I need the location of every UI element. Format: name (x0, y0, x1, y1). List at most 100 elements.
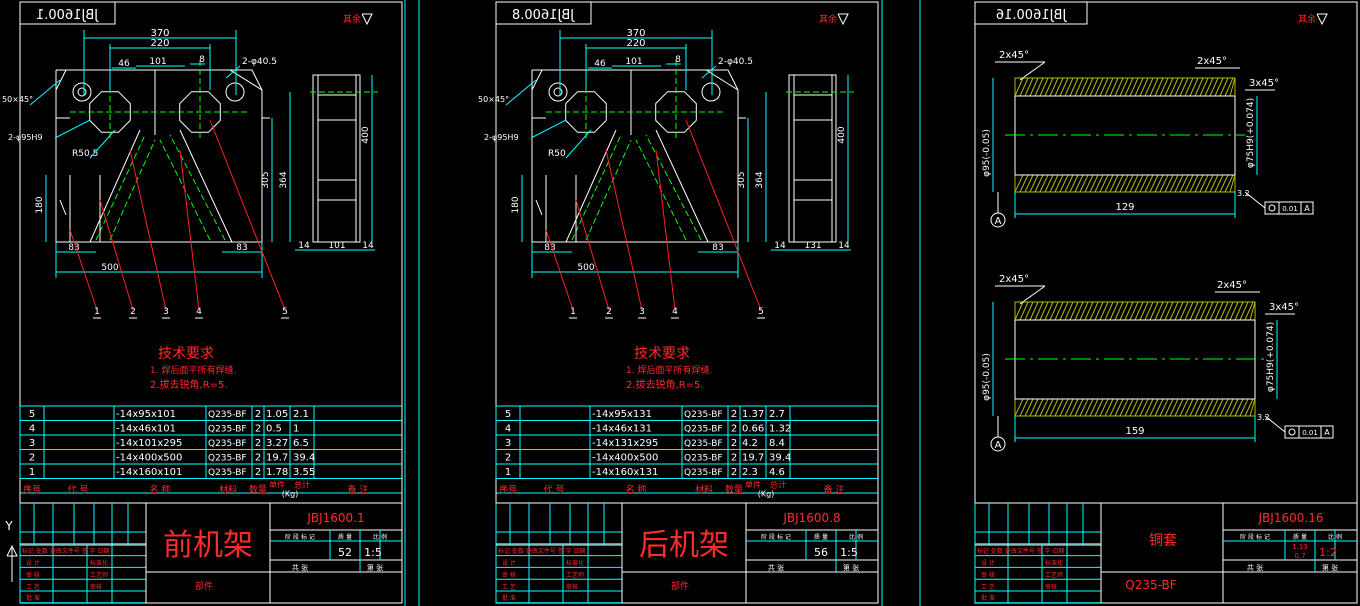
bom-header-code: 代 号 (68, 485, 89, 496)
rib-diagonal (169, 134, 226, 241)
bom-material: Q235-BF (684, 454, 723, 464)
hatch (1229, 398, 1239, 417)
drawing-subtitle: 部件 (195, 580, 213, 592)
gtol-value: 0.01 (1302, 429, 1318, 437)
hatch (1064, 301, 1074, 321)
tb-process: 工 艺 (502, 583, 516, 591)
hatch (1064, 174, 1074, 193)
hatch (1129, 301, 1139, 321)
chamfer-right-label: 2x45° (1217, 280, 1247, 291)
bom-spec: -14x95x131 (592, 409, 652, 420)
hatch (1019, 398, 1029, 417)
bom-no: 2 (505, 453, 511, 464)
hatch (1099, 301, 1109, 321)
tb-design: 设 计 (981, 559, 995, 567)
hatch (1069, 77, 1079, 97)
hatch (1184, 398, 1194, 417)
tb-sheet: 第 张 (367, 563, 383, 572)
bom-spec: -14x160x101 (116, 467, 182, 478)
bom-spec: -14x131x295 (592, 438, 658, 449)
hatch (1224, 77, 1234, 97)
hatch (1229, 174, 1236, 193)
tb-approve: 批 准 (981, 594, 995, 602)
hatch (1029, 174, 1039, 193)
hatch (1189, 301, 1199, 321)
balloon-number: 5 (282, 307, 288, 317)
bom-total-mass: 8.4 (769, 438, 785, 449)
tb-process-engineer: 工艺师 (566, 571, 584, 579)
hatch (1159, 301, 1169, 321)
balloon-number: 4 (672, 307, 678, 317)
dim-chamfer-label: 50×45° (2, 95, 33, 104)
dim-83b-label: 83 (712, 243, 723, 253)
hatch (1049, 301, 1059, 321)
hatch (1074, 398, 1084, 417)
hatch (1234, 398, 1244, 417)
bom-no: 3 (29, 438, 35, 449)
plate-top-chamfer (531, 69, 739, 91)
leader-line (685, 119, 762, 311)
tb-tech-review: 审核 (90, 583, 102, 591)
bom-no: 2 (29, 453, 35, 464)
balloon-number: 3 (639, 307, 645, 317)
hatch (1149, 77, 1159, 97)
tb-standard: 标准化 (90, 559, 108, 567)
dim-side-14b-label: 14 (838, 241, 850, 251)
bom-unit-mass: 2.3 (742, 467, 758, 478)
hatch (1204, 77, 1214, 97)
datum-label: A (995, 216, 1002, 227)
gtol-datum: A (1304, 204, 1310, 213)
bom-total-mass: 6.5 (293, 438, 309, 449)
hatch (1189, 77, 1199, 97)
balloon-number: 1 (94, 307, 100, 317)
hatch (1164, 77, 1174, 97)
tb-mass-line-1: 1.13 (1292, 543, 1308, 551)
bom-unit-mass: 0.66 (742, 424, 764, 435)
hatch (1064, 77, 1074, 97)
hatch (1194, 77, 1204, 97)
side-view (312, 74, 361, 243)
hatch (1204, 301, 1214, 321)
dim-id-label: φ75H9(+0.074) (1266, 322, 1276, 392)
dim-500-label: 500 (101, 263, 118, 273)
hatch (1084, 77, 1094, 97)
gtol-value: 0.01 (1282, 205, 1298, 213)
bom-material: Q235-BF (208, 439, 247, 449)
tb-stage-header: 阶 段 标 记 (285, 533, 315, 541)
hatch (1129, 398, 1139, 417)
hatch (1059, 174, 1069, 193)
bom-qty: 2 (255, 409, 261, 420)
hatch (1214, 77, 1224, 97)
hatch (1224, 398, 1234, 417)
bom-material: Q235-BF (684, 410, 723, 420)
line (89, 129, 116, 159)
hatch (1104, 77, 1114, 97)
hatch (1049, 174, 1059, 193)
hatch (1129, 174, 1139, 193)
tb-mass-value: 52 (338, 546, 352, 559)
bom-qty: 2 (731, 438, 737, 449)
dim-slot-label: 8 (675, 55, 681, 65)
hatch (1019, 301, 1029, 321)
hatch (1179, 77, 1189, 97)
dim-364-label: 364 (279, 171, 289, 188)
dim-od-label: φ95(-0.05) (982, 129, 992, 177)
bore-right (179, 91, 221, 133)
bom-spec: -14x160x131 (592, 467, 658, 478)
dim-83b-label: 83 (236, 243, 247, 253)
dim-side-w-label: 131 (804, 241, 821, 251)
tb-design: 设 计 (26, 559, 40, 567)
hatch (1024, 174, 1034, 193)
bom-unit-mass: 1.78 (266, 467, 288, 478)
chamfer-left-label: 2x45° (999, 50, 1029, 61)
bom-header-total: 总计 (770, 480, 786, 490)
tb-scale-value: 1:5 (364, 546, 382, 559)
hatch (1169, 301, 1179, 321)
tb-stage-header: 阶 段 标 记 (1240, 533, 1270, 541)
dim-side-14b-label: 14 (362, 241, 374, 251)
tb-process: 工 艺 (26, 583, 40, 591)
hatch (1014, 174, 1024, 193)
balloon-number: 2 (606, 307, 612, 317)
